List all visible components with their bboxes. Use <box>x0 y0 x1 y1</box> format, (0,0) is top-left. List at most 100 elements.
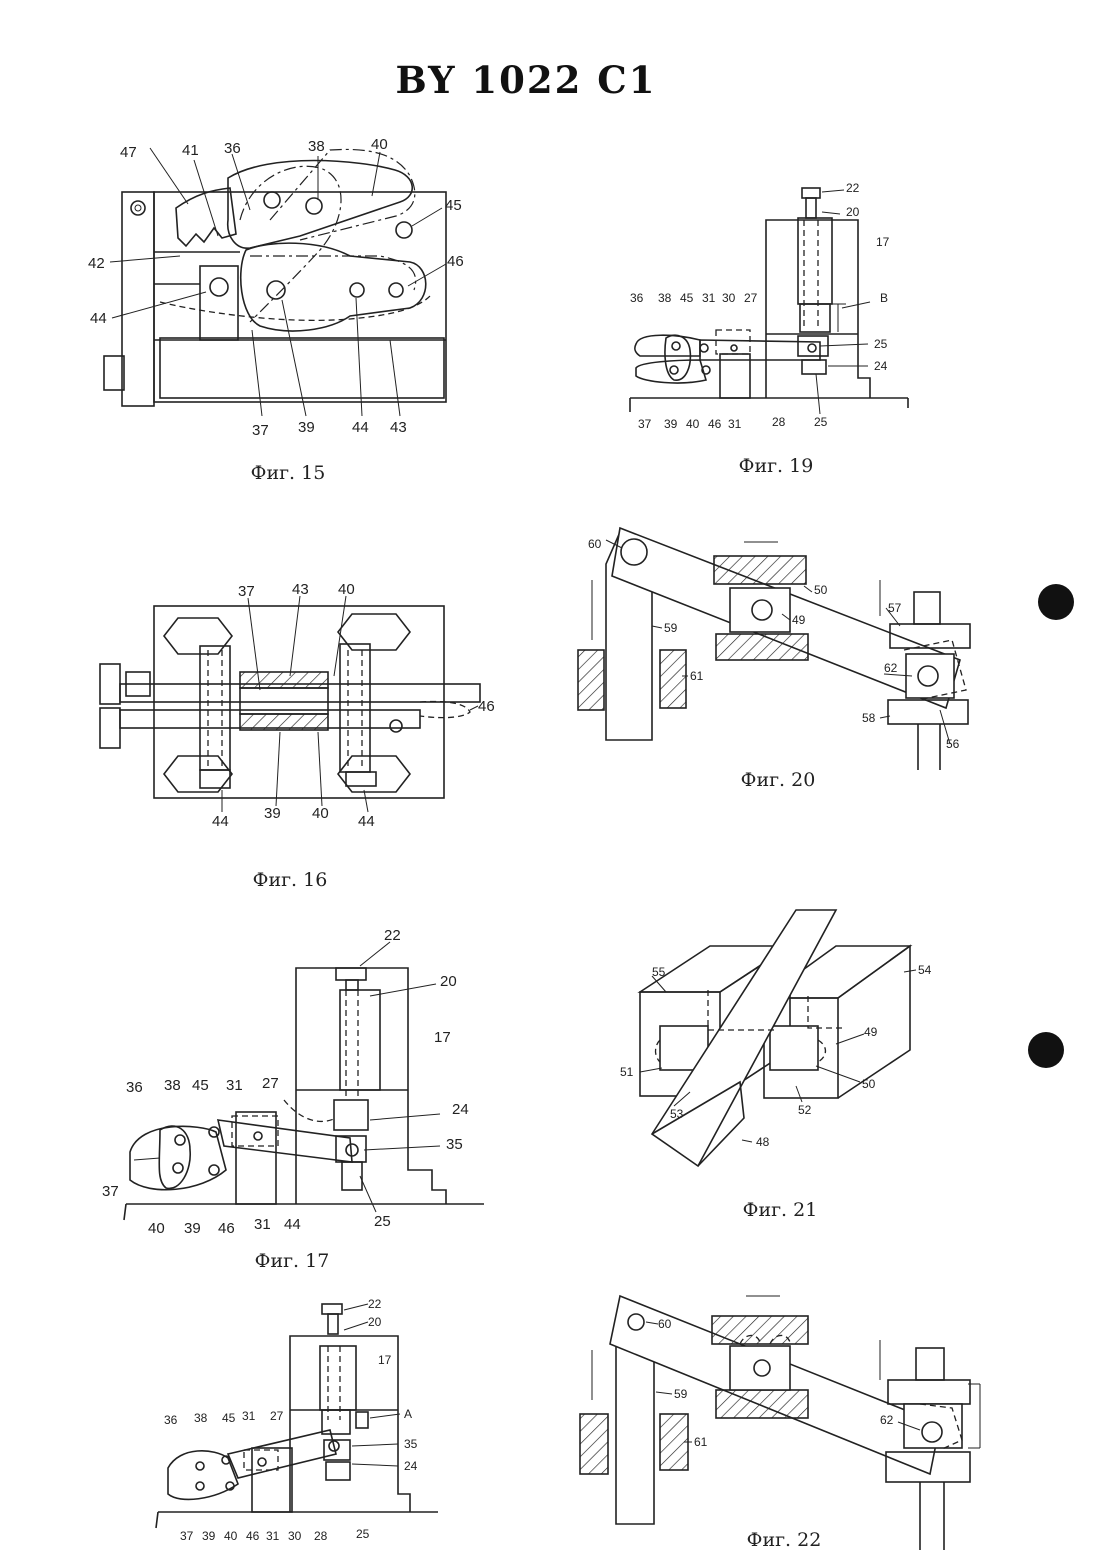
fig19-label-25b: 25 <box>814 415 828 429</box>
fig18-label-37: 37 <box>180 1529 194 1543</box>
fig19-label-28: 28 <box>772 415 786 429</box>
fig17-label-35: 35 <box>446 1136 463 1153</box>
fig15-label-43: 43 <box>390 419 407 436</box>
fig17-label-31: 31 <box>226 1077 243 1094</box>
fig18-label-46: 46 <box>246 1529 260 1543</box>
punch-hole-top <box>1038 584 1074 620</box>
fig15-label-46: 46 <box>447 253 464 270</box>
fig17-caption: Фиг. 17 <box>255 1250 330 1272</box>
fig17-label-22: 22 <box>384 927 401 944</box>
fig19-label-37: 37 <box>638 417 652 431</box>
fig19-label-27: 27 <box>744 291 758 305</box>
fig15-label-38: 38 <box>308 138 325 155</box>
fig19-label-31b: 31 <box>728 417 742 431</box>
fig18-label-25: 25 <box>356 1527 370 1541</box>
figure-15: 47 41 36 38 40 45 42 46 44 37 39 44 43 Ф… <box>88 136 464 484</box>
fig18-label-35: 35 <box>404 1437 418 1451</box>
fig19-label-36: 36 <box>630 291 644 305</box>
fig18-label-31b: 31 <box>266 1529 280 1543</box>
figure-16: 37 43 40 46 44 39 40 44 Фиг. 16 <box>100 581 495 891</box>
fig16-label-44: 44 <box>212 813 229 830</box>
fig19-label-39: 39 <box>664 417 678 431</box>
fig17-label-27: 27 <box>262 1075 279 1092</box>
fig19-label-17: 17 <box>876 235 890 249</box>
fig15-label-37: 37 <box>252 422 269 439</box>
fig16-label-43: 43 <box>292 581 309 598</box>
fig18-label-30: 30 <box>288 1529 302 1543</box>
fig17-label-24: 24 <box>452 1101 469 1118</box>
fig20-caption: Фиг. 20 <box>741 769 816 791</box>
fig21-label-52: 52 <box>798 1103 812 1117</box>
fig15-label-47: 47 <box>120 144 137 161</box>
figure-21: 55 54 49 51 50 53 52 48 Фиг. 21 <box>620 910 932 1221</box>
fig17-label-38: 38 <box>164 1077 181 1094</box>
fig19-caption: Фиг. 19 <box>739 455 814 477</box>
fig19-label-30: 30 <box>722 291 736 305</box>
figure-22: 60 59 62 61 Фиг. 22 <box>580 1296 980 1551</box>
fig22-label-62: 62 <box>880 1413 894 1427</box>
fig18-label-36: 36 <box>164 1413 178 1427</box>
fig19-label-45: 45 <box>680 291 694 305</box>
fig21-label-54: 54 <box>918 963 932 977</box>
figure-19: 22 20 17 36 38 45 31 30 27 B 25 24 37 39… <box>630 181 908 477</box>
figure-17: 22 20 17 36 38 45 31 27 24 35 37 40 39 4… <box>102 927 484 1272</box>
fig21-caption: Фиг. 21 <box>743 1199 818 1221</box>
fig18-label-31: 31 <box>242 1409 256 1423</box>
fig17-label-45: 45 <box>192 1077 209 1094</box>
fig21-label-48: 48 <box>756 1135 770 1149</box>
fig21-label-49: 49 <box>864 1025 878 1039</box>
fig20-label-57: 57 <box>888 601 902 615</box>
fig21-label-50: 50 <box>862 1077 876 1091</box>
fig16-label-46: 46 <box>478 698 495 715</box>
fig16-label-37: 37 <box>238 583 255 600</box>
fig17-label-20: 20 <box>440 973 457 990</box>
document-header: BY 1022 C1 <box>396 58 657 102</box>
fig18-label-a: A <box>404 1407 412 1421</box>
fig22-label-59: 59 <box>674 1387 688 1401</box>
fig17-label-31b: 31 <box>254 1216 271 1233</box>
fig19-label-b: B <box>880 291 888 305</box>
fig22-caption: Фиг. 22 <box>747 1529 822 1551</box>
fig17-label-40: 40 <box>148 1220 165 1237</box>
fig20-label-50: 50 <box>814 583 828 597</box>
fig17-label-37: 37 <box>102 1183 119 1200</box>
fig22-label-61: 61 <box>694 1435 708 1449</box>
fig19-label-38: 38 <box>658 291 672 305</box>
fig19-label-46: 46 <box>708 417 722 431</box>
fig19-label-20: 20 <box>846 205 860 219</box>
fig18-label-28: 28 <box>314 1529 328 1543</box>
fig15-label-40: 40 <box>371 136 388 153</box>
fig16-label-39: 39 <box>264 805 281 822</box>
fig18-label-27: 27 <box>270 1409 284 1423</box>
fig18-label-20: 20 <box>368 1315 382 1329</box>
fig16-caption: Фиг. 16 <box>253 869 328 891</box>
fig17-label-44: 44 <box>284 1216 301 1233</box>
fig17-label-17: 17 <box>434 1029 451 1046</box>
punch-hole-bottom <box>1028 1032 1064 1068</box>
fig19-label-31: 31 <box>702 291 716 305</box>
figure-18: 22 20 17 36 38 45 31 27 A 35 24 37 39 40… <box>156 1297 438 1543</box>
fig15-caption: Фиг. 15 <box>251 462 326 484</box>
fig20-label-61: 61 <box>690 669 704 683</box>
fig20-label-62: 62 <box>884 661 898 675</box>
fig17-label-39: 39 <box>184 1220 201 1237</box>
fig17-label-46: 46 <box>218 1220 235 1237</box>
fig18-label-40: 40 <box>224 1529 238 1543</box>
fig18-label-24: 24 <box>404 1459 418 1473</box>
fig15-label-41: 41 <box>182 142 199 159</box>
fig15-label-36: 36 <box>224 140 241 157</box>
fig20-label-49: 49 <box>792 613 806 627</box>
fig20-label-60: 60 <box>588 537 602 551</box>
fig19-label-24: 24 <box>874 359 888 373</box>
fig15-label-39: 39 <box>298 419 315 436</box>
fig19-label-25: 25 <box>874 337 888 351</box>
fig19-label-40: 40 <box>686 417 700 431</box>
fig20-label-58: 58 <box>862 711 876 725</box>
fig18-label-17: 17 <box>378 1353 392 1367</box>
fig15-label-44: 44 <box>90 310 107 327</box>
fig15-label-45: 45 <box>445 197 462 214</box>
fig18-label-22: 22 <box>368 1297 382 1311</box>
fig19-label-22: 22 <box>846 181 860 195</box>
fig18-label-38: 38 <box>194 1411 208 1425</box>
